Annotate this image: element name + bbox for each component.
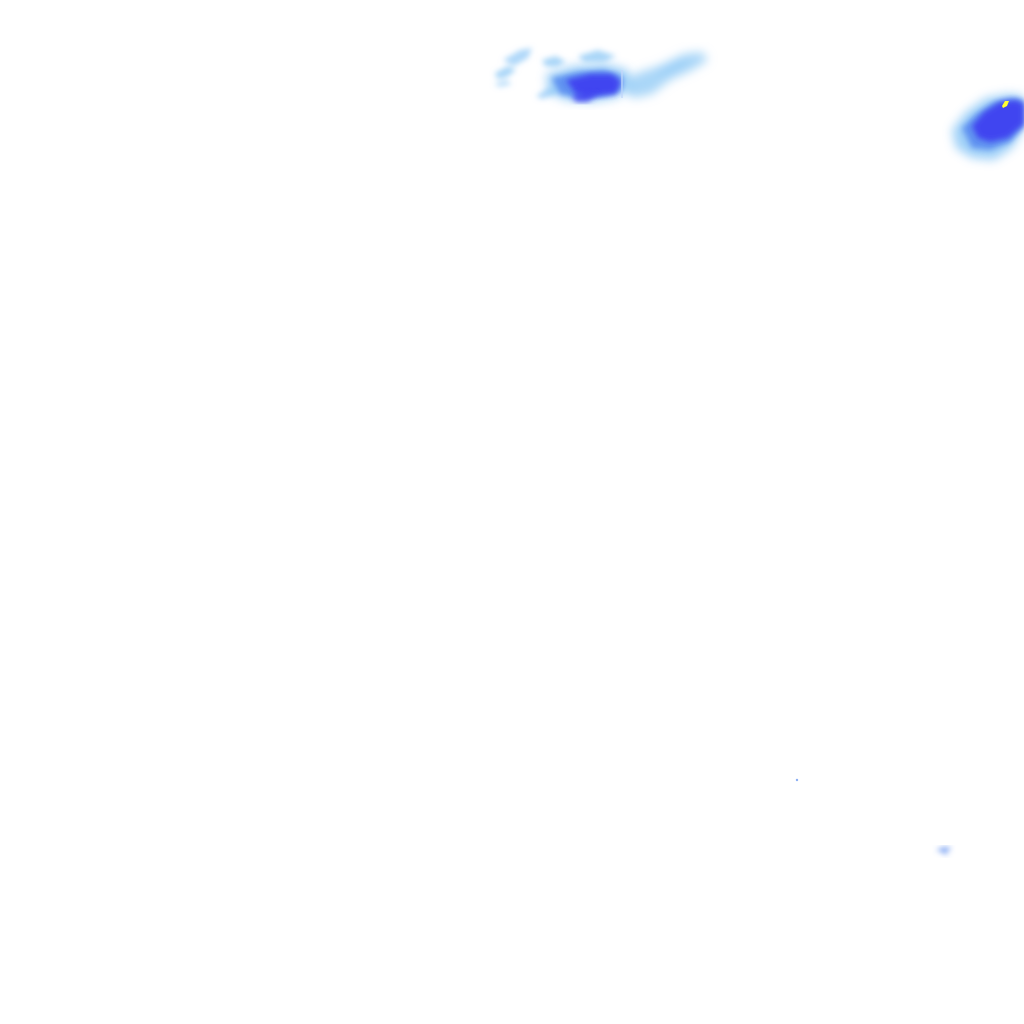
radar-cell-southeast-speck <box>936 847 952 856</box>
radar-cell-northeast-storm-peak <box>1002 101 1009 108</box>
radar-cell-northeast-storm <box>952 94 1024 160</box>
radar-cell-north-band-east-tail <box>624 52 708 98</box>
radar-cell-tiny-dot <box>795 778 799 782</box>
radar-cell-north-band-core <box>546 64 632 102</box>
